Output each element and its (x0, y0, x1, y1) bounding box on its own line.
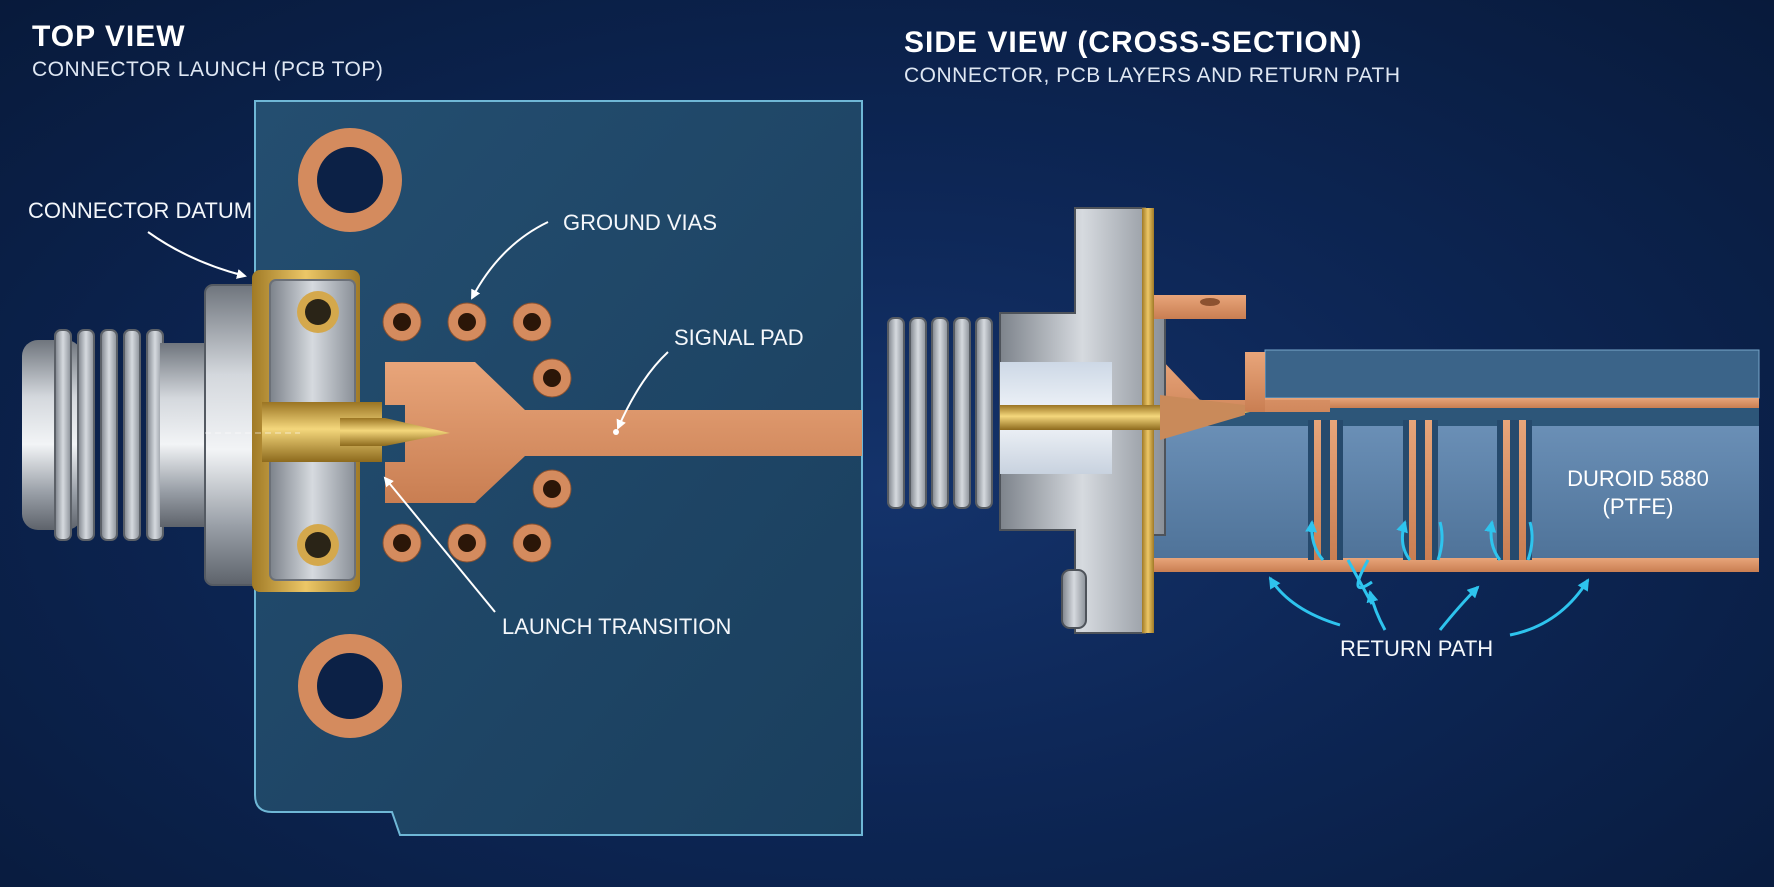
pcb-stack-cross-section (1150, 349, 1760, 572)
signal-pad-trace (385, 362, 862, 503)
mounting-hole-upper (298, 128, 402, 232)
connector-datum-label: CONNECTOR DATUM (28, 198, 253, 223)
side-view-drawing (887, 207, 1760, 637)
material-type: (PTFE) (1602, 494, 1674, 519)
connector-top (22, 270, 450, 592)
signal-pad-label: SIGNAL PAD (674, 325, 804, 350)
ground-vias-label: GROUND VIAS (563, 210, 718, 235)
return-path-arrows (1268, 520, 1590, 637)
mounting-hole-lower (298, 634, 402, 738)
side-view-title: SIDE VIEW (CROSS-SECTION) (904, 26, 1363, 59)
top-view-title: TOP VIEW (32, 20, 186, 53)
pcb-board-top (254, 100, 863, 836)
connector-side (887, 207, 1250, 634)
side-view-subtitle: CONNECTOR, PCB LAYERS AND RETURN PATH (904, 64, 1401, 87)
signal-pad-arrow (616, 351, 669, 430)
launch-transition-label: LAUNCH TRANSITION (502, 614, 732, 639)
material-name: DUROID 5880 (1567, 466, 1709, 491)
ground-vias-arrow (471, 221, 549, 300)
top-view-drawing (22, 100, 863, 836)
side-vias (1308, 420, 1532, 560)
launch-transition-arrow (383, 476, 496, 613)
top-view-subtitle: CONNECTOR LAUNCH (PCB TOP) (32, 58, 384, 81)
material-label: DUROID 5880 (PTFE) (1558, 465, 1718, 521)
return-path-label: RETURN PATH (1340, 636, 1494, 661)
connector-datum-arrow (147, 231, 247, 279)
